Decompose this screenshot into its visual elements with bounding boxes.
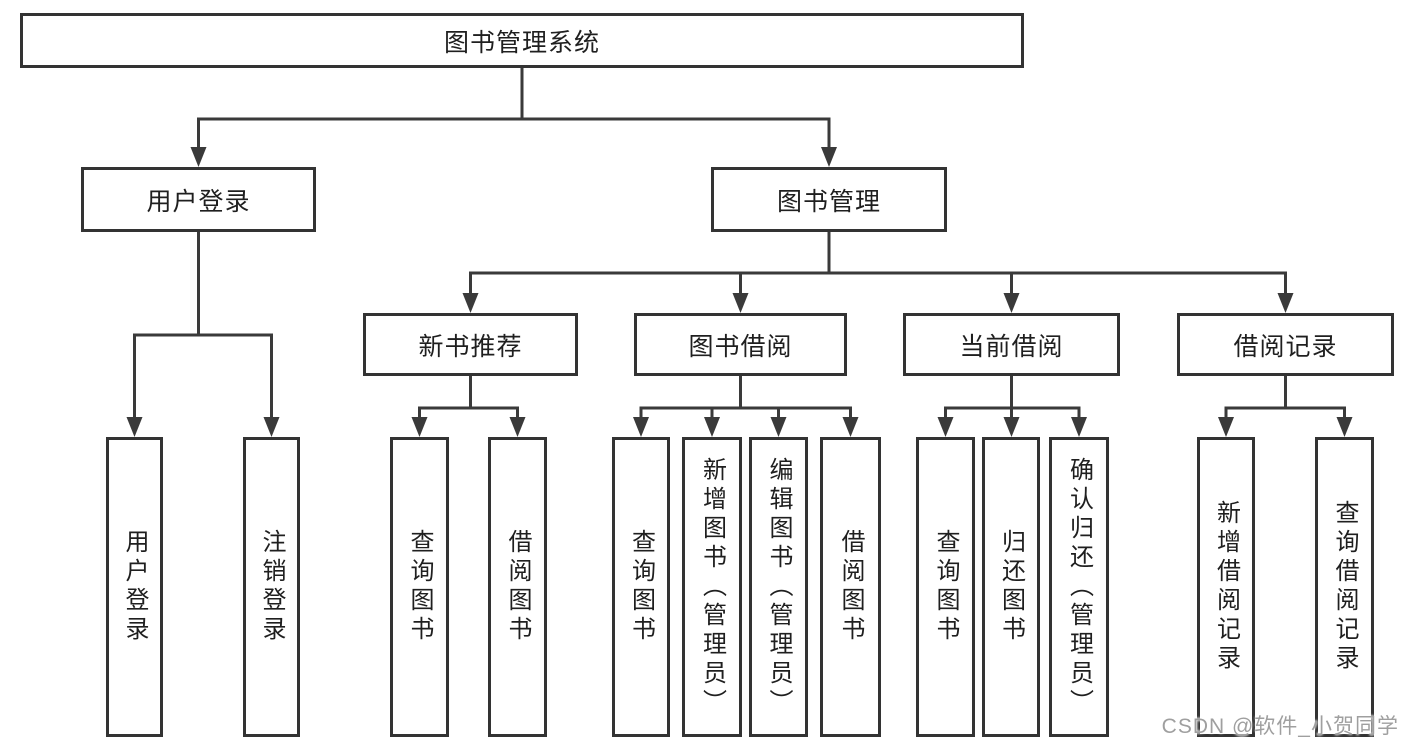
leaf-borrow-book: 借阅图书 bbox=[820, 437, 881, 737]
csdn-watermark: CSDN @软件_小贺同学 bbox=[1161, 715, 1399, 738]
node-current: 当前借阅 bbox=[903, 313, 1120, 376]
leaf-current-return: 归还图书 bbox=[982, 437, 1040, 737]
node-records-label: 借阅记录 bbox=[1233, 332, 1338, 361]
leaf-records-add: 新增借阅记录 bbox=[1197, 437, 1255, 737]
node-user-login: 用户登录 bbox=[81, 167, 316, 232]
leaf-current-confirm: 确认归还（管理员） bbox=[1049, 437, 1109, 737]
node-user-login-label: 用户登录 bbox=[146, 187, 251, 216]
leaf-current-return-label: 归还图书 bbox=[997, 529, 1025, 645]
leaf-logout: 注销登录 bbox=[243, 437, 300, 737]
node-borrow-label: 图书借阅 bbox=[688, 332, 793, 361]
connector-current-to-leaves bbox=[937, 376, 1087, 437]
leaf-borrow-add-label: 新增图书（管理员） bbox=[698, 456, 726, 718]
node-borrow: 图书借阅 bbox=[634, 313, 847, 376]
leaf-borrow-add: 新增图书（管理员） bbox=[682, 437, 742, 737]
leaf-current-confirm-label: 确认归还（管理员） bbox=[1065, 456, 1093, 718]
leaf-borrow-edit: 编辑图书（管理员） bbox=[749, 437, 808, 737]
leaf-logout-label: 注销登录 bbox=[258, 529, 285, 645]
leaf-newbook-query: 查询图书 bbox=[390, 437, 449, 737]
connector-root-to-level2 bbox=[190, 68, 837, 167]
leaf-records-add-label: 新增借阅记录 bbox=[1212, 500, 1240, 674]
connector-borrow-to-leaves bbox=[633, 376, 859, 437]
node-book-mgmt: 图书管理 bbox=[711, 167, 947, 232]
connector-records-to-leaves bbox=[1218, 376, 1353, 437]
leaf-records-query: 查询借阅记录 bbox=[1315, 437, 1374, 737]
leaf-newbook-borrow: 借阅图书 bbox=[488, 437, 547, 737]
leaf-current-query: 查询图书 bbox=[916, 437, 975, 737]
connector-book-mgmt-to-level3 bbox=[462, 232, 1294, 313]
leaf-user-login-label: 用户登录 bbox=[121, 529, 148, 645]
node-book-mgmt-label: 图书管理 bbox=[776, 187, 881, 216]
leaf-newbook-borrow-label: 借阅图书 bbox=[504, 529, 531, 645]
node-root-label: 图书管理系统 bbox=[443, 28, 600, 57]
leaf-current-query-label: 查询图书 bbox=[932, 529, 959, 645]
leaf-newbook-query-label: 查询图书 bbox=[406, 529, 433, 645]
leaf-borrow-edit-label: 编辑图书（管理员） bbox=[765, 456, 792, 718]
leaf-user-login: 用户登录 bbox=[106, 437, 163, 737]
node-new-book: 新书推荐 bbox=[363, 313, 578, 376]
leaf-borrow-query-label: 查询图书 bbox=[627, 529, 655, 645]
leaf-borrow-query: 查询图书 bbox=[612, 437, 670, 737]
connector-user-login-to-leaves bbox=[126, 232, 280, 437]
leaf-borrow-book-label: 借阅图书 bbox=[837, 529, 864, 645]
node-records: 借阅记录 bbox=[1177, 313, 1394, 376]
node-current-label: 当前借阅 bbox=[959, 332, 1064, 361]
connector-new-book-to-leaves bbox=[411, 376, 526, 437]
node-root: 图书管理系统 bbox=[20, 13, 1024, 68]
leaf-records-query-label: 查询借阅记录 bbox=[1331, 500, 1358, 674]
node-new-book-label: 新书推荐 bbox=[418, 332, 523, 361]
